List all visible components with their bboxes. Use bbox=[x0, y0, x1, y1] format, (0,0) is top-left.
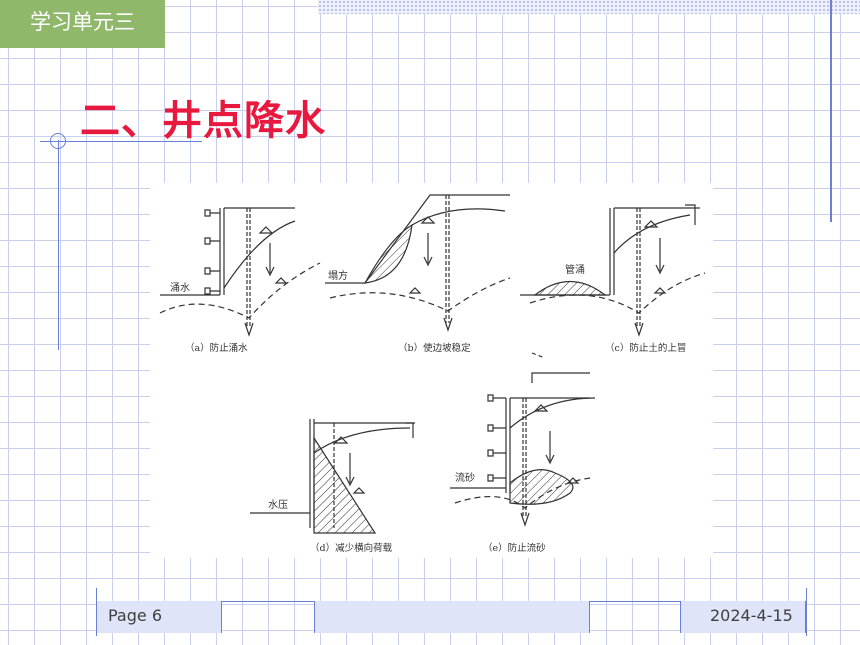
unit-tag: 学习单元三 bbox=[0, 0, 165, 48]
footer-tick bbox=[96, 588, 97, 636]
label-water-inflow: 涌水 bbox=[170, 282, 190, 294]
label-collapse: 塌方 bbox=[328, 269, 348, 282]
diagram-a: 涌水 （a）防止涌水 bbox=[159, 207, 321, 354]
dewatering-figure: 涌水 （a）防止涌水 塌方 （b）使边坡稳定 bbox=[150, 183, 713, 558]
diagram-b: 塌方 （b）使边坡稳定 bbox=[325, 194, 511, 354]
diagram-c: 管涌 （c）防止土的上冒 bbox=[520, 204, 706, 354]
footer-page-box bbox=[96, 601, 222, 633]
slide-title: 二、井点降水 bbox=[80, 98, 326, 144]
footer-date: 2024-4-15 bbox=[710, 606, 793, 625]
title-circle-decor bbox=[50, 133, 66, 149]
caption-a: （a）防止涌水 bbox=[185, 342, 248, 354]
diagram-e: 流砂 （e）防止流砂 bbox=[450, 352, 596, 554]
page-number: Page 6 bbox=[108, 606, 162, 625]
left-decor-line bbox=[58, 140, 59, 350]
title-underline bbox=[40, 141, 202, 142]
top-pattern-band bbox=[318, 0, 860, 14]
footer-tick bbox=[806, 588, 807, 636]
caption-e: （e）防止流砂 bbox=[483, 542, 546, 554]
caption-d: （d）减少横向荷载 bbox=[310, 542, 393, 554]
footer-middle-box bbox=[314, 601, 590, 633]
diagram-d: 水压 （d）减少横向荷载 bbox=[250, 419, 415, 554]
right-decor-line bbox=[830, 0, 832, 222]
caption-c: （c）防止土的上冒 bbox=[605, 342, 686, 354]
footer-date-box bbox=[680, 601, 806, 633]
caption-b: （b）使边坡稳定 bbox=[398, 342, 471, 354]
label-water-pressure: 水压 bbox=[268, 499, 288, 511]
label-piping: 管涌 bbox=[565, 263, 585, 276]
label-quicksand: 流砂 bbox=[455, 471, 475, 484]
